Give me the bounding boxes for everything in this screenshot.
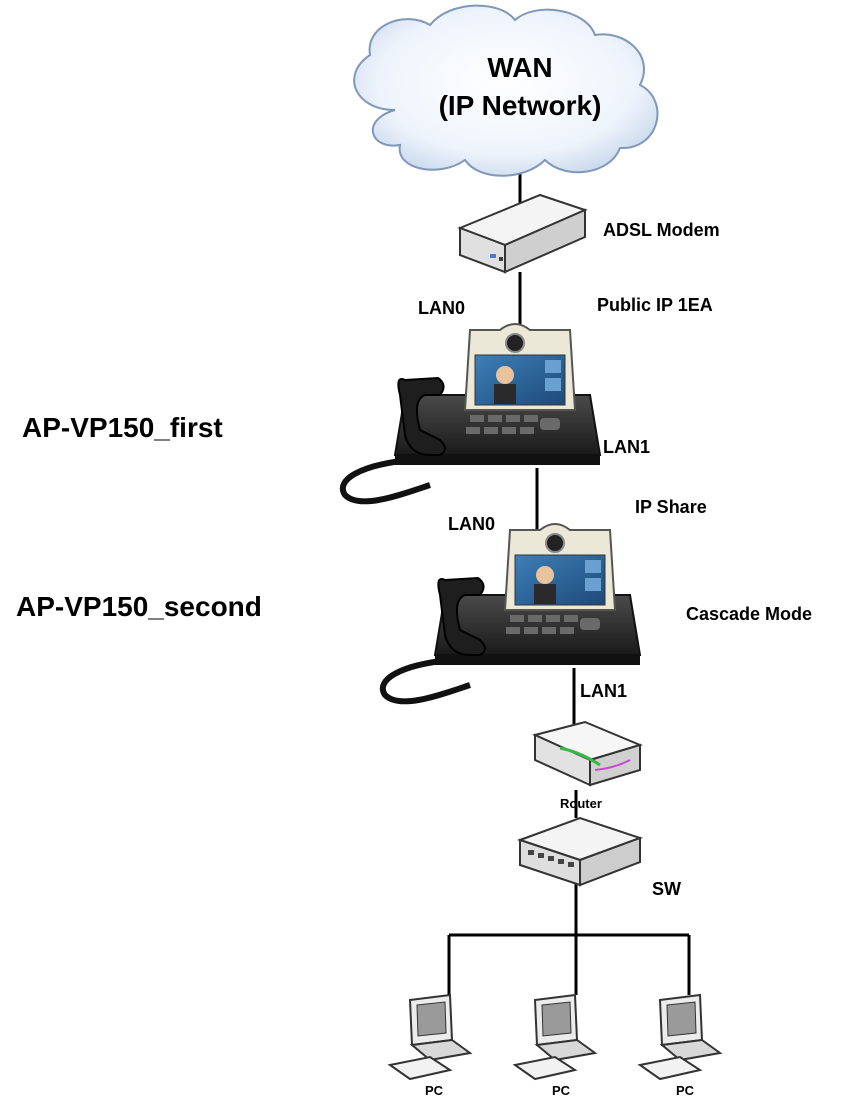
pc-2-icon: [512, 993, 598, 1081]
adsl-modem-icon: [457, 193, 588, 274]
router-icon: [532, 720, 643, 787]
video-phone-second-icon: [380, 523, 642, 705]
switch-icon: [516, 816, 644, 887]
wan-cloud: [353, 4, 659, 177]
cascade-mode-note: Cascade Mode: [686, 604, 813, 624]
phone-second-label: AP-VP150_second: [16, 591, 262, 622]
video-phone-first-icon: [340, 323, 602, 505]
port-lan1-first: LAN1: [603, 437, 651, 457]
pc-3-icon: [637, 993, 723, 1081]
phone-first-label: AP-VP150_first: [22, 412, 223, 443]
cloud-title: WAN: [487, 52, 553, 83]
port-lan0-first: LAN0: [418, 298, 466, 318]
pc-1-icon: [387, 993, 473, 1081]
modem-label: ADSL Modem: [603, 220, 720, 240]
pc-2-label: PC: [552, 1083, 571, 1098]
switch-label: SW: [652, 879, 681, 899]
pc-3-label: PC: [676, 1083, 695, 1098]
connection-lines: [447, 170, 691, 995]
ip-share-note: IP Share: [635, 497, 707, 517]
cloud-subtitle: (IP Network): [438, 90, 602, 121]
pc-1-label: PC: [425, 1083, 444, 1098]
port-lan0-second: LAN0: [448, 514, 496, 534]
port-lan1-second: LAN1: [580, 681, 628, 701]
public-ip-note: Public IP 1EA: [597, 295, 713, 315]
router-label: Router: [560, 796, 602, 811]
